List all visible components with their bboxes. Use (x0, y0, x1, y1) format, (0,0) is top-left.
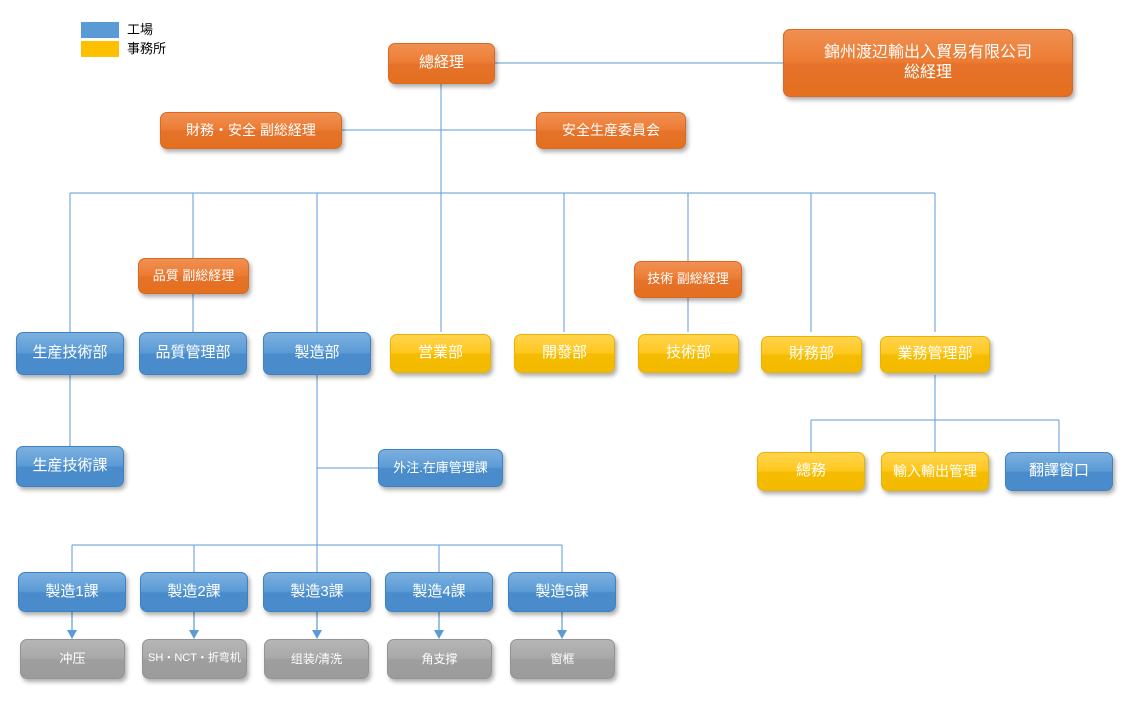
node-mfg-section-3[interactable]: 製造3課 (263, 572, 371, 612)
node-process-window-frame[interactable]: 窗框 (510, 639, 615, 679)
legend-label-office: 事務所 (127, 41, 167, 56)
node-process-assembly-cleaning[interactable]: 组装/清洗 (264, 639, 369, 679)
node-finance-safety-vp[interactable]: 財務・安全 副総経理 (160, 112, 342, 149)
node-general-manager[interactable]: 總経理 (388, 43, 495, 84)
node-general-affairs[interactable]: 總務 (757, 452, 865, 491)
node-process-sh-nct-bender[interactable]: SH・NCT・折弯机 (142, 639, 247, 679)
legend-swatch-factory (81, 22, 119, 38)
node-mfg-section-1[interactable]: 製造1課 (18, 572, 126, 612)
node-outsourcing-inventory-section[interactable]: 外注.在庫管理課 (378, 449, 503, 487)
node-sales-dept[interactable]: 営業部 (390, 334, 491, 373)
node-quality-vp[interactable]: 品質 副総経理 (138, 258, 249, 294)
node-technology-vp[interactable]: 技術 副総経理 (634, 261, 742, 298)
node-production-tech-dept[interactable]: 生産技術部 (16, 332, 124, 375)
node-technology-dept[interactable]: 技術部 (638, 334, 739, 373)
node-manufacturing-dept[interactable]: 製造部 (263, 332, 371, 375)
node-import-export-mgmt[interactable]: 輸入輸出管理 (881, 452, 989, 491)
node-process-stamping[interactable]: 冲压 (20, 639, 125, 679)
node-quality-mgmt-dept[interactable]: 品質管理部 (139, 332, 247, 375)
node-process-corner-support[interactable]: 角支撑 (387, 639, 492, 679)
node-production-tech-section[interactable]: 生産技術課 (16, 446, 124, 487)
node-safety-committee[interactable]: 安全生産委員会 (536, 112, 686, 149)
legend-label-factory: 工場 (127, 22, 154, 37)
node-business-mgmt-dept[interactable]: 業務管理部 (880, 336, 990, 373)
node-trading-company[interactable]: 錦州渡辺輸出入貿易有限公司 総経理 (783, 29, 1073, 97)
node-development-dept[interactable]: 開發部 (514, 334, 615, 373)
node-mfg-section-4[interactable]: 製造4課 (385, 572, 493, 612)
node-finance-dept[interactable]: 財務部 (761, 336, 862, 373)
node-mfg-section-5[interactable]: 製造5課 (508, 572, 616, 612)
node-translation-window[interactable]: 翻譯窗口 (1005, 452, 1113, 491)
node-mfg-section-2[interactable]: 製造2課 (140, 572, 248, 612)
legend-swatch-office (81, 41, 119, 57)
